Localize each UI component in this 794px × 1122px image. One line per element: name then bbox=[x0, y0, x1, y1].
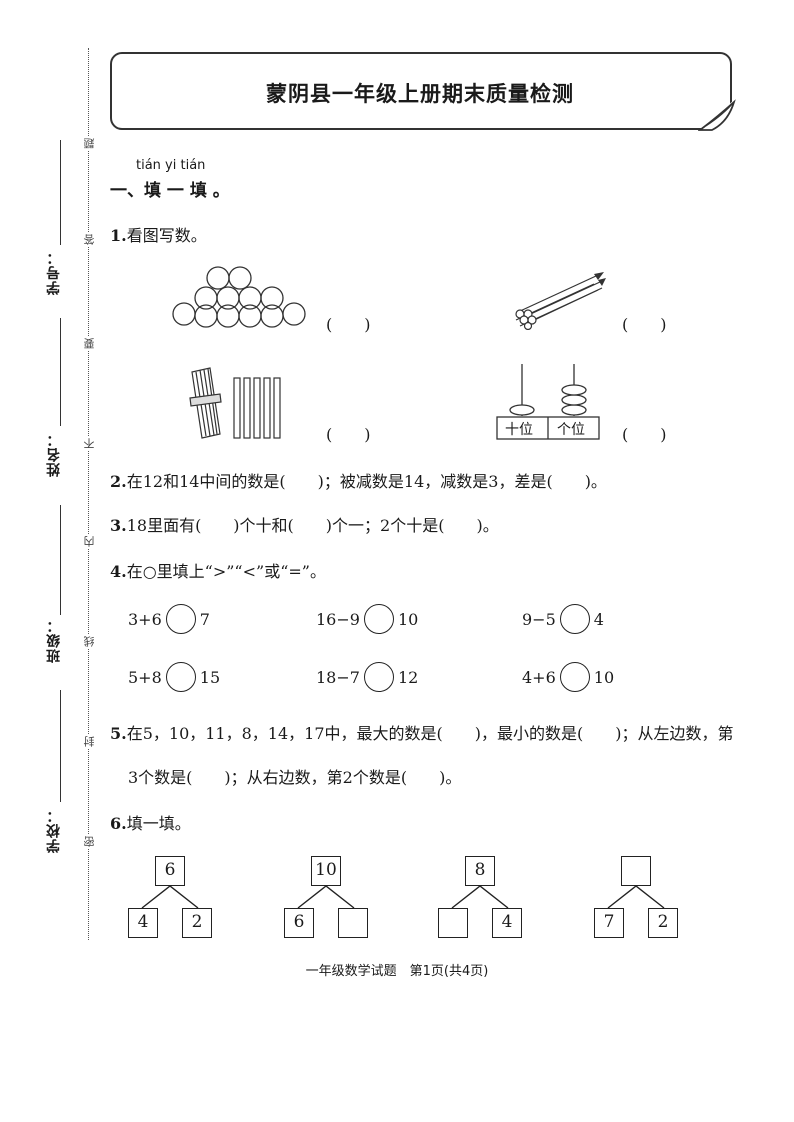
seal-char: 封 bbox=[82, 734, 98, 749]
class-label: 班级： bbox=[46, 618, 62, 663]
bond-right[interactable]: 2 bbox=[182, 908, 212, 938]
seal-char: 线 bbox=[82, 634, 98, 649]
name-label: 姓名： bbox=[46, 432, 62, 477]
seal-char: 内 bbox=[82, 534, 98, 549]
section-heading: 一、填 一 填 。 bbox=[110, 181, 230, 201]
number-line bbox=[60, 140, 61, 245]
bond-right[interactable] bbox=[338, 908, 368, 938]
number-label: 学号： bbox=[46, 250, 62, 295]
class-line bbox=[60, 505, 61, 615]
bond-left[interactable] bbox=[438, 908, 468, 938]
number-bond-lines bbox=[141, 885, 665, 909]
bond-top[interactable] bbox=[621, 856, 651, 886]
q5-prompt-line1: 5.在5，10，11，8，14，17中，最大的数是( )，最小的数是( )；从左… bbox=[110, 724, 734, 743]
bond-right[interactable]: 2 bbox=[648, 908, 678, 938]
answer-blank[interactable]: ( ) bbox=[622, 425, 667, 444]
q3-prompt: 3.18里面有( )个十和( )个一；2个十是( )。 bbox=[110, 516, 499, 535]
bond-left[interactable]: 7 bbox=[594, 908, 624, 938]
school-line bbox=[60, 690, 61, 802]
q6-prompt: 6.填一填。 bbox=[110, 814, 191, 833]
school-label: 学校： bbox=[46, 808, 62, 853]
abacus-picture bbox=[496, 364, 600, 440]
q2-prompt: 2.在12和14中间的数是( )；被减数是14，减数是3，差是( )。 bbox=[110, 472, 607, 491]
compare-circle[interactable] bbox=[363, 604, 394, 634]
compare-circle[interactable] bbox=[165, 662, 196, 692]
title-banner bbox=[110, 52, 732, 130]
answer-blank[interactable]: ( ) bbox=[326, 425, 371, 444]
q1-prompt: 1.看图写数。 bbox=[110, 226, 207, 245]
pencils-picture bbox=[515, 272, 606, 330]
compare-circle[interactable] bbox=[165, 604, 196, 634]
bond-right[interactable]: 4 bbox=[492, 908, 522, 938]
section-pinyin: tián yi tián bbox=[136, 158, 206, 173]
peaches-picture bbox=[172, 266, 306, 328]
seal-dotted-line bbox=[88, 48, 89, 940]
answer-blank[interactable]: ( ) bbox=[622, 315, 667, 334]
bond-top[interactable]: 6 bbox=[155, 856, 185, 886]
name-line bbox=[60, 318, 61, 426]
q4-prompt: 4.在○里填上“>”“<”或“=”。 bbox=[110, 562, 326, 581]
compare-circle[interactable] bbox=[363, 662, 394, 692]
compare-circle[interactable] bbox=[559, 604, 590, 634]
seal-char: 题 bbox=[82, 136, 98, 151]
bond-top[interactable]: 8 bbox=[465, 856, 495, 886]
q5-prompt-line2: 3个数是( )；从右边数，第2个数是( )。 bbox=[128, 768, 462, 787]
bond-left[interactable]: 6 bbox=[284, 908, 314, 938]
bond-top[interactable]: 10 bbox=[311, 856, 341, 886]
abacus-ones-label: 个位 bbox=[557, 422, 585, 438]
seal-char: 答 bbox=[82, 232, 98, 247]
page-curl-icon bbox=[698, 99, 736, 131]
abacus-tens-label: 十位 bbox=[505, 422, 533, 438]
answer-blank[interactable]: ( ) bbox=[326, 315, 371, 334]
page-title: 蒙阴县一年级上册期末质量检测 bbox=[266, 82, 574, 106]
compare-circle[interactable] bbox=[559, 662, 590, 692]
bond-left[interactable]: 4 bbox=[128, 908, 158, 938]
page-footer: 一年级数学试题 第1页(共4页) bbox=[305, 964, 489, 979]
sticks-picture bbox=[189, 367, 281, 439]
seal-char: 要 bbox=[82, 336, 98, 351]
seal-char: 密 bbox=[82, 834, 98, 849]
seal-char: 不 bbox=[82, 436, 98, 451]
